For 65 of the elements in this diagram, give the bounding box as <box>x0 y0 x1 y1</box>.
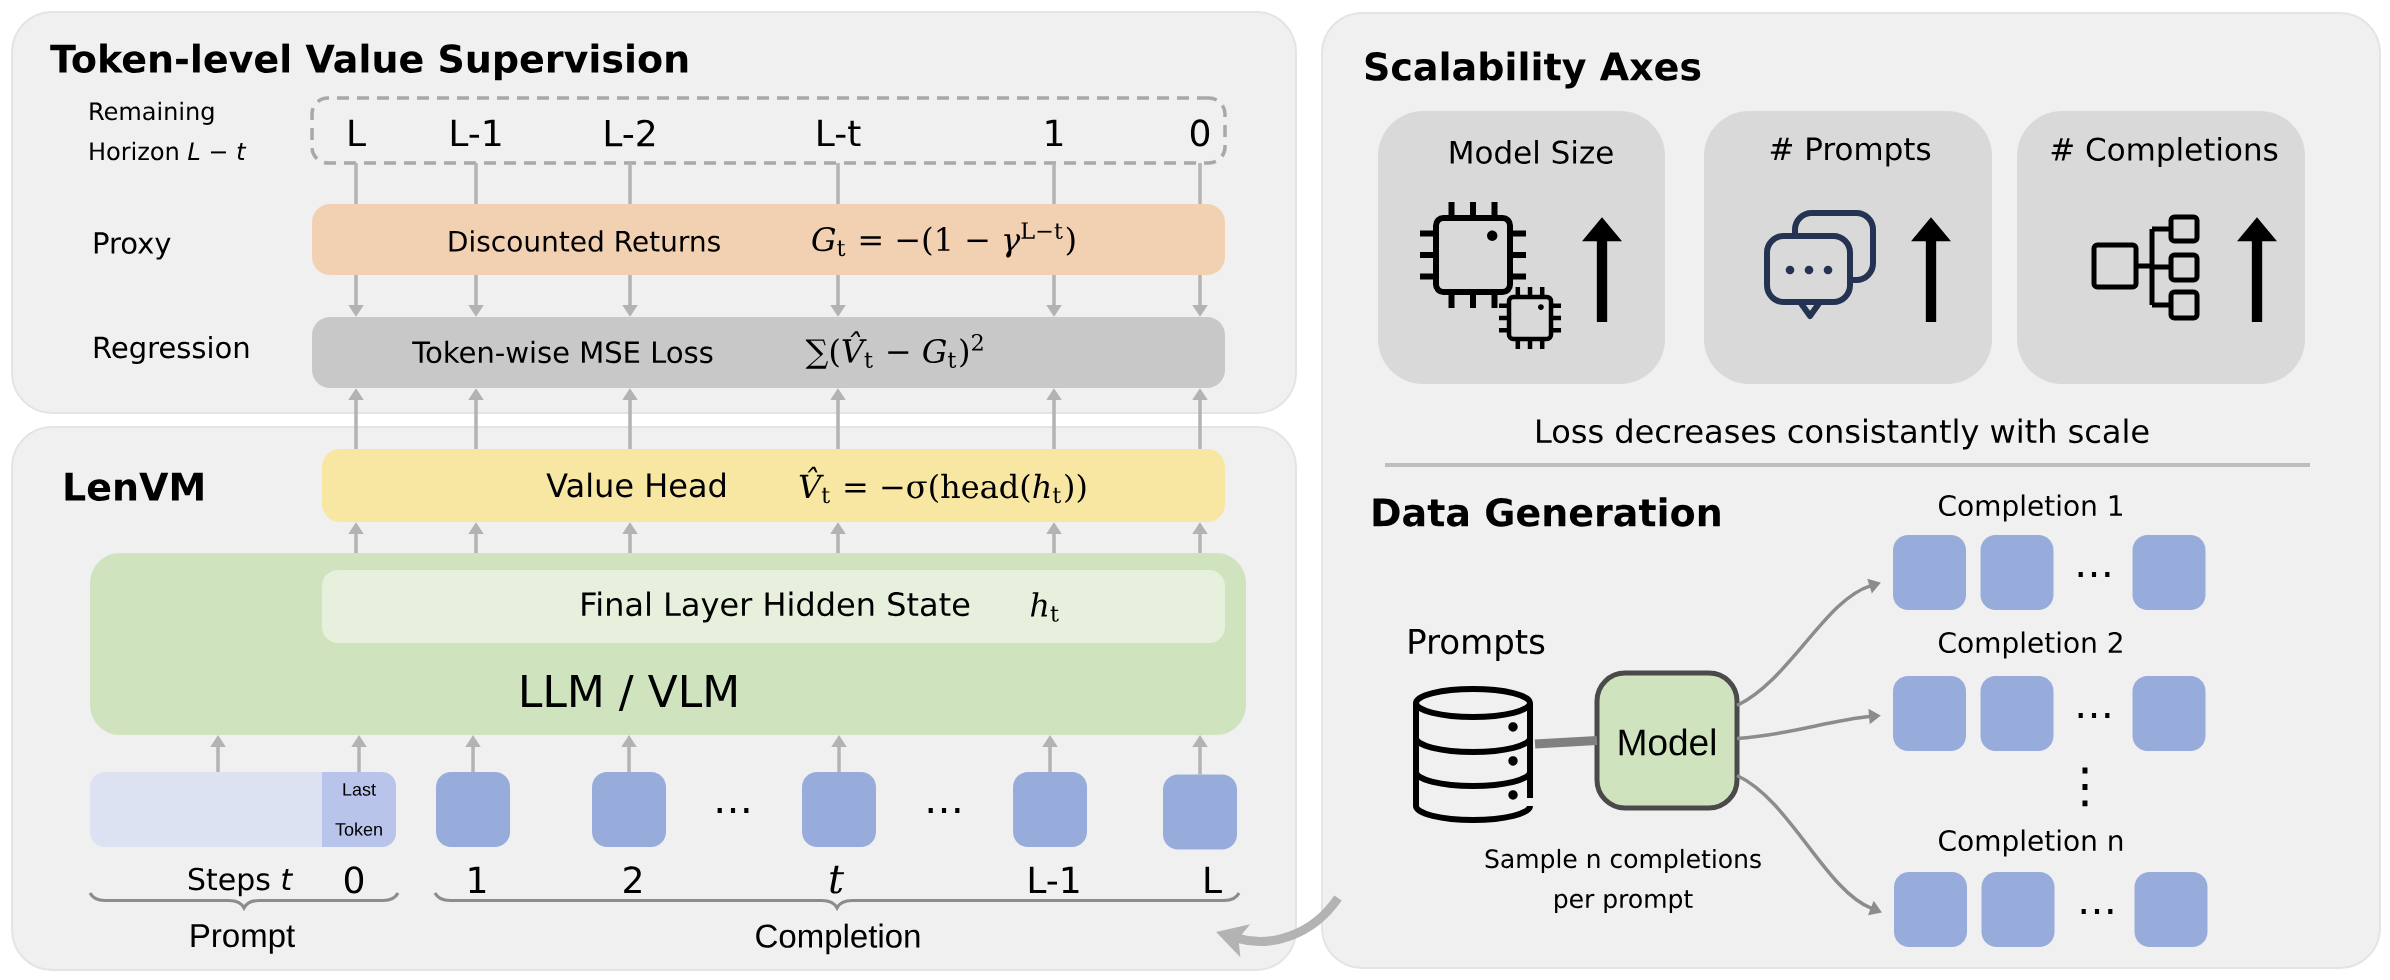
row-label: Completion 1 <box>1939 494 2122 522</box>
ellipsis: ⋮ <box>2082 767 2088 807</box>
step-number: 0 <box>344 866 364 894</box>
card: Model Size <box>1378 111 1665 384</box>
token-block: Last Token <box>322 772 396 847</box>
axis-label: Steps t <box>188 867 294 897</box>
horizon-value: L-2 <box>605 119 655 147</box>
row-label: Regression <box>94 335 249 364</box>
token-block <box>1980 676 2054 751</box>
step-number: 2 <box>624 866 641 893</box>
ellipsis: … <box>928 808 960 813</box>
ellipsis: … <box>2081 909 2113 914</box>
connector-line <box>354 163 358 204</box>
token-block <box>2132 676 2206 751</box>
formula-box: Token-wise MSE Loss ∑(V̂$_{t}$ − G$_{t}$)$^{2}$ <box>312 317 1225 388</box>
token-block <box>1163 774 1237 850</box>
step-number: t <box>830 865 845 894</box>
token-block <box>2134 872 2208 947</box>
horizon-value: L-1 <box>451 119 501 147</box>
row-label: Completion 2 <box>1939 631 2122 659</box>
panel-title: Scalability Axes <box>1365 51 1701 89</box>
formula-box: Value Head V̂$_{t}$ = −σ(head(h$_{t}$)) <box>322 449 1225 522</box>
ellipsis: … <box>717 808 749 813</box>
card: # Completions <box>2017 111 2305 384</box>
connector-line <box>836 163 840 204</box>
token-block <box>436 772 510 847</box>
connector-line <box>1198 163 1202 204</box>
ellipsis: … <box>2078 572 2110 577</box>
brace-label: Completion <box>756 923 920 955</box>
horizon-value: 1 <box>1046 119 1063 147</box>
token-block <box>1980 535 2054 610</box>
step-number: L <box>1205 866 1222 893</box>
token-block <box>802 772 876 847</box>
token-block <box>1894 872 1967 947</box>
connector-line <box>474 163 478 204</box>
row-label: Remaining Horizon L − t <box>90 101 247 161</box>
token-block <box>1981 872 2055 947</box>
panel-title: Token-level Value Supervision <box>50 43 688 81</box>
connector-line <box>1052 163 1056 204</box>
panel-title: Data Generation <box>1373 497 1720 527</box>
formula-box: Discounted Returns G$_{t}$ = −(1 − γ$^{L−t}$) <box>312 204 1225 275</box>
step-number: 1 <box>469 866 486 893</box>
token-block <box>1013 772 1087 847</box>
note-text: Sample n completions per prompt <box>1485 848 1761 914</box>
brace-label: Prompt <box>191 924 295 954</box>
prompt-bar <box>90 772 322 847</box>
row-label: Proxy <box>94 232 171 260</box>
horizon-value: L <box>349 119 366 147</box>
horizon-value: 0 <box>1190 119 1210 147</box>
token-block <box>1893 676 1966 751</box>
text-label: Prompts <box>1409 629 1545 661</box>
connector-line <box>628 163 632 204</box>
ellipsis: … <box>2078 713 2110 718</box>
formula-box: Final Layer Hidden State h$_{t}$ <box>322 570 1225 643</box>
token-block <box>1893 535 1966 610</box>
database-icon <box>1413 686 1533 823</box>
step-number: L-1 <box>1029 866 1079 893</box>
token-block <box>2132 535 2206 610</box>
panel-title: LenVM <box>65 472 203 502</box>
model-box: Model <box>1594 670 1740 811</box>
row-label: Completion n <box>1939 829 2123 857</box>
token-block <box>592 772 666 847</box>
horizon-value: L-t <box>818 119 861 147</box>
connector-line <box>1534 736 1598 749</box>
summary-text: Loss decreases consistantly with scale <box>1537 418 2149 450</box>
